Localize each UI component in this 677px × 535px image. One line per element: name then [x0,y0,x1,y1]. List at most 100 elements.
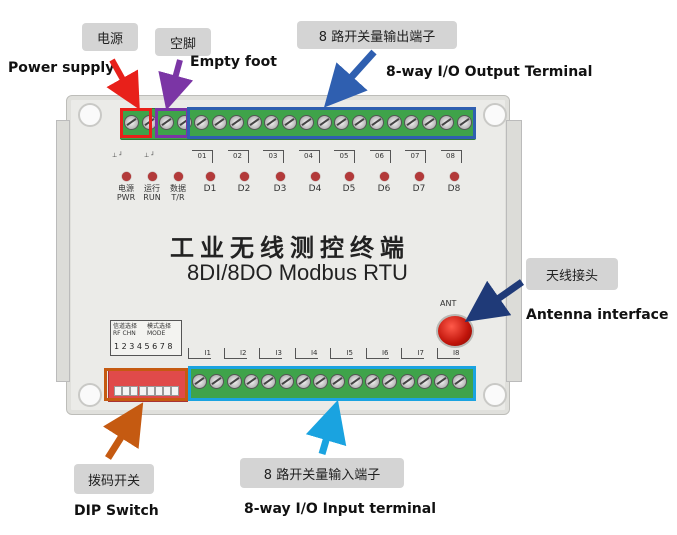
terminal-screw [416,374,432,389]
dip-switch-keys [114,386,180,396]
device-body [66,95,510,415]
antenna-label: ANT [440,299,457,308]
led-dot [414,172,424,181]
led-label-en: D5 [342,184,356,194]
bottom-screw-row [188,374,474,392]
output-mark: 04 [298,150,320,163]
terminal-screw [421,115,437,130]
power-arrow [106,58,140,110]
antenna-label-en: Antenna interface [526,307,669,323]
output-mark: 08 [440,150,462,163]
led-dot [310,172,320,181]
terminal-screw [229,115,244,130]
terminal-screw [295,374,311,389]
led-indicator: D5 [337,172,361,194]
led-label-en: D1 [203,184,217,194]
input-mark: I3 [259,348,282,359]
dip-header-left: 信道选择 RF CHN [113,323,138,337]
dip-key [130,386,139,396]
mount-hole-bl [78,383,102,407]
terminal-screw [159,115,174,130]
dip-key [171,386,180,396]
antenna-arrow [464,279,525,323]
terminal-screw [434,374,450,389]
led-dot [239,172,249,181]
led-dot [147,172,157,181]
terminal-screw [209,374,225,389]
device-title-en: 8DI/8DO Modbus RTU [187,260,408,285]
dip-arrow [103,402,144,460]
led-dot [379,172,389,181]
terminal-screw [316,115,332,130]
empty-callout-cn: 空脚 [155,28,211,56]
output-mark: 03 [263,150,284,163]
led-dot [205,172,215,181]
terminal-screw [313,374,329,389]
terminal-screw [243,374,259,389]
terminal-screw [194,115,209,130]
output-mark: 02 [227,150,249,163]
led-indicator: D8 [442,172,466,194]
input-mark: I7 [401,348,424,359]
mount-hole-br [483,383,507,407]
terminal-screw [246,115,262,130]
dip-label-panel: 信道选择 RF CHN 模式选择 MODE 1 2 3 4 5 6 7 8 [110,320,182,356]
dip-numbers: 1 2 3 4 5 6 7 8 [114,342,173,351]
terminal-screw [281,115,297,130]
led-dot [344,172,354,181]
empty-mark: ⊥ ┘ [144,152,155,159]
mount-hole-tr [483,103,507,127]
led-dot [121,172,131,181]
terminal-screw [369,115,384,130]
mount-hole-tl [78,103,102,127]
led-label-cn: 电源 [118,184,134,193]
dip-key [114,386,122,396]
input-mark: I2 [223,348,247,359]
terminal-screw [330,374,346,389]
terminal-screw [439,115,454,130]
dip-key [138,386,147,396]
terminal-screw [451,374,467,389]
left-rail [56,120,70,382]
led-dot [449,172,459,181]
terminal-screw [211,115,227,130]
terminal-screw [365,374,380,389]
device-title-cn: 工业无线测控终端 [170,233,410,262]
output-callout-cn: 8 路开关量输出端子 [297,21,457,49]
dip-key [122,386,131,396]
led-label-en: D4 [308,184,322,194]
dip-highlight-box [104,368,188,401]
led-label-en: D7 [412,184,426,194]
input-callout-cn: 8 路开关量输入端子 [240,458,404,488]
output-mark: 05 [334,150,355,163]
led-dot [173,172,183,181]
input-mark: I4 [294,348,318,359]
led-indicator: D2 [232,172,256,194]
terminal-screw [456,115,472,130]
dip-key [146,386,155,396]
terminal-screw [334,115,349,130]
input-label-en: 8-way I/O Input terminal [244,501,437,517]
led-label-en: T/R [171,193,185,202]
input-arrow [305,399,347,455]
dip-key [155,386,163,396]
led-indicator: D7 [407,172,431,194]
empty-arrow [158,59,194,111]
input-mark: I6 [365,348,389,359]
dip-label-en: DIP Switch [74,503,159,519]
terminal-screw [226,374,242,389]
terminal-screw [261,374,277,389]
led-label-en: D6 [377,184,391,194]
antenna-callout-cn: 天线接头 [526,258,618,290]
terminal-screw [382,374,398,389]
empty-label-en: Empty foot [190,54,277,70]
input-mark: I1 [188,348,211,359]
terminal-screw [192,374,207,389]
power-label-en: Power supply [8,60,115,76]
led-label-cn: 数据 [170,184,186,193]
